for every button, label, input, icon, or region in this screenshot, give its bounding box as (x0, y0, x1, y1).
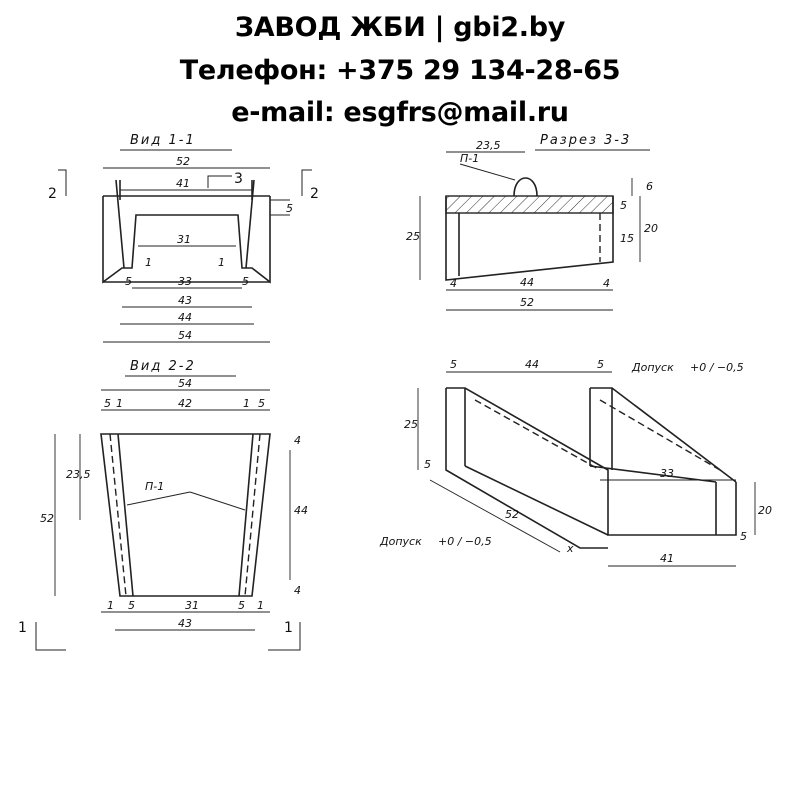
iso-tol-bottom-val: +0 / −0,5 (438, 535, 492, 548)
v11-dim-44: 44 (178, 311, 192, 324)
v11-cut-3: 3 (234, 171, 243, 187)
view-1-1-title: Вид 1-1 (130, 133, 196, 148)
iso-dim-52: 52 (505, 508, 519, 521)
iso-dim-5-b: 5 (597, 358, 604, 371)
v22-bot-43: 43 (178, 617, 192, 630)
iso-dim-5-d: 5 (740, 530, 747, 543)
s33-dim-6: 6 (646, 180, 653, 193)
v11-dim-5-left: 5 (125, 275, 132, 288)
iso-dim-44: 44 (525, 358, 539, 371)
v11-dim-41: 41 (176, 177, 190, 190)
header-phone: Телефон: +375 29 134-28-65 (179, 55, 621, 86)
v22-bot-1-right: 1 (257, 599, 264, 612)
s33-dim-25: 25 (406, 230, 420, 243)
v22-bot-31: 31 (185, 599, 199, 612)
v22-bot-5-left: 5 (128, 599, 135, 612)
v11-dim-33: 33 (178, 275, 192, 288)
iso-dim-x: x (566, 542, 574, 555)
v22-dim-5-right: 5 (258, 397, 265, 410)
iso-tol-top-val: +0 / −0,5 (690, 361, 744, 374)
iso-dim-5-c: 5 (424, 458, 431, 471)
v11-section-2-right: 2 (310, 186, 319, 202)
s33-dim-4-left: 4 (450, 277, 457, 290)
v22-dim-235: 23,5 (66, 468, 91, 481)
iso-dim-5-a: 5 (450, 358, 457, 371)
v22-section-1-right: 1 (284, 620, 293, 636)
v11-dim-1-left: 1 (145, 256, 152, 269)
iso-dim-33: 33 (660, 467, 674, 480)
v22-dim-1-right: 1 (243, 397, 250, 410)
s33-dim-44: 44 (520, 276, 534, 289)
v11-dim-5-inner: 5 (242, 275, 249, 288)
v22-bot-1-left: 1 (107, 599, 114, 612)
view-2-2: Вид 2-2 54 42 5 1 1 5 23,5 52 44 4 4 П-1… (18, 359, 308, 651)
v11-dim-54: 54 (178, 329, 192, 342)
iso-dim-25: 25 (404, 418, 418, 431)
v22-dim-44: 44 (294, 504, 308, 517)
s33-dim-5: 5 (620, 199, 627, 212)
v22-dim-4-bottom: 4 (294, 584, 301, 597)
iso-dim-20: 20 (758, 504, 772, 517)
v22-p1-label: П-1 (145, 480, 164, 493)
v22-bot-5-right: 5 (238, 599, 245, 612)
v22-dim-5-left: 5 (104, 397, 111, 410)
iso-tol-top: Допуск (631, 361, 674, 374)
v22-dim-4-top: 4 (294, 434, 301, 447)
v11-section-2-left: 2 (48, 186, 57, 202)
view-2-2-title: Вид 2-2 (130, 359, 196, 374)
v11-dim-5-right: 5 (286, 202, 293, 215)
v11-dim-31: 31 (177, 233, 191, 246)
v11-dim-43: 43 (178, 294, 192, 307)
v11-dim-1-right: 1 (218, 256, 225, 269)
iso-tol-bottom: Допуск (379, 535, 422, 548)
s33-dim-235: 23,5 (476, 139, 501, 152)
s33-title: Разрез 3-3 (540, 133, 631, 148)
v22-dim-42: 42 (178, 397, 192, 410)
v11-dim-52: 52 (176, 155, 190, 168)
s33-p1-label: П-1 (460, 152, 479, 165)
view-1-1: Вид 1-1 52 41 31 33 43 44 54 5 5 5 1 1 3 (48, 133, 319, 343)
isometric-view: 5 44 5 Допуск +0 / −0,5 25 5 33 52 x 20 … (379, 358, 772, 567)
s33-dim-52: 52 (520, 296, 534, 309)
iso-dim-41: 41 (660, 552, 674, 565)
header-email: e-mail: esgfrs@mail.ru (231, 97, 569, 128)
v22-dim-52: 52 (40, 512, 54, 525)
s33-dim-20: 20 (644, 222, 658, 235)
section-3-3: Разрез 3-3 П-1 23,5 44 52 4 4 25 6 5 20 … (406, 133, 658, 311)
header-company: ЗАВОД ЖБИ | gbi2.by (234, 12, 566, 43)
s33-dim-4-right: 4 (603, 277, 610, 290)
s33-dim-15: 15 (620, 232, 634, 245)
v22-dim-54: 54 (178, 377, 192, 390)
v22-section-1-left: 1 (18, 620, 27, 636)
v22-dim-1-left: 1 (116, 397, 123, 410)
